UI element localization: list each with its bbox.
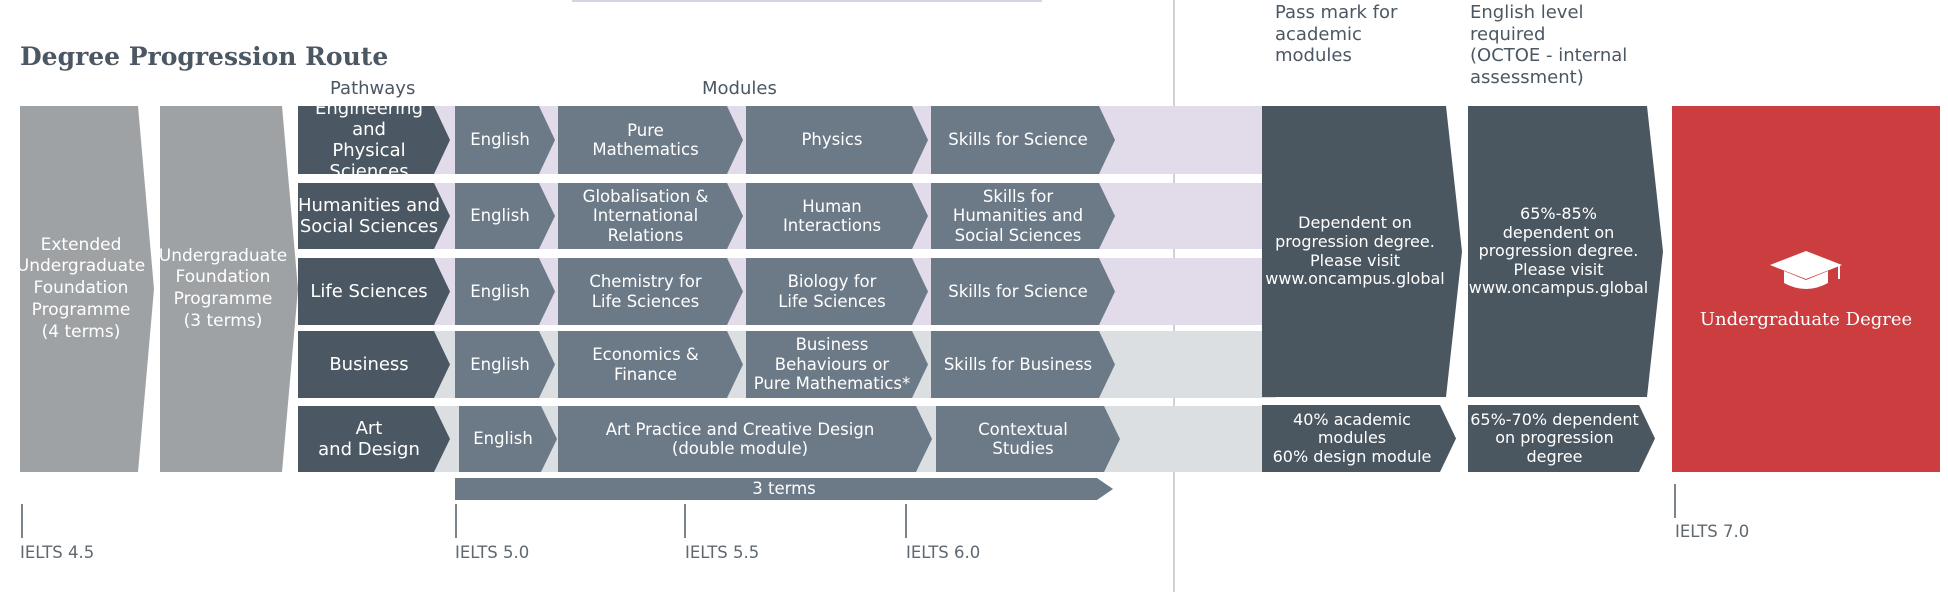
header-pass-mark: Pass mark for academic modules [1275, 2, 1398, 67]
module-skills-for-science: Skills for Science [931, 106, 1115, 174]
header-modules: Modules [702, 78, 777, 99]
module-globalisation: Globalisation & International Relations [558, 183, 743, 249]
ielts-tick [21, 504, 23, 538]
graduation-cap-icon [1770, 250, 1842, 289]
extended-foundation-arrow: Extended Undergraduate Foundation Progra… [20, 106, 154, 472]
module-chemistry: Chemistry for Life Sciences [558, 258, 743, 325]
module-physics: Physics [746, 106, 928, 174]
english-level-main-arrow: 65%-85% dependent on progression degree.… [1468, 106, 1663, 397]
ielts-tick [1674, 484, 1676, 518]
module-skills-for-science: Skills for Science [931, 258, 1115, 325]
module-skills-humanities: Skills for Humanities and Social Science… [931, 183, 1115, 249]
module-english: English [455, 183, 555, 249]
top-decorative-bar [572, 0, 1042, 2]
ielts-label: IELTS 4.5 [20, 543, 95, 562]
module-biology: Biology for Life Sciences [746, 258, 928, 325]
header-english-level: English level required (OCTOE - internal… [1470, 2, 1628, 88]
module-english: English [455, 106, 555, 174]
pathway-engineering: Engineering and Physical Sciences [298, 106, 450, 174]
pass-mark-main-arrow: Dependent on progression degree. Please … [1262, 106, 1462, 397]
ielts-label: IELTS 5.5 [685, 543, 760, 562]
module-business-behaviours: Business Behaviours or Pure Mathematics* [746, 331, 928, 398]
module-human-interactions: Human Interactions [746, 183, 928, 249]
ielts-label: IELTS 7.0 [1675, 522, 1750, 541]
pathway-humanities: Humanities and Social Sciences [298, 183, 450, 249]
english-level-art-arrow: 65%-70% dependent on progression degree [1468, 405, 1655, 472]
module-economics-finance: Economics & Finance [558, 331, 743, 398]
pass-mark-art-arrow: 40% academic modules 60% design module [1262, 405, 1456, 472]
three-terms-bar: 3 terms [455, 478, 1113, 500]
module-english: English [455, 331, 555, 398]
ielts-tick [684, 504, 686, 538]
undergraduate-foundation-arrow: Undergraduate Foundation Programme (3 te… [160, 106, 298, 472]
pathway-life-sciences: Life Sciences [298, 258, 450, 325]
ielts-tick [905, 504, 907, 538]
ielts-label: IELTS 6.0 [906, 543, 981, 562]
module-english: English [459, 406, 557, 472]
pathway-business: Business [298, 331, 450, 398]
undergraduate-degree-box: Undergraduate Degree [1672, 106, 1940, 472]
module-english: English [455, 258, 555, 325]
module-skills-for-business: Skills for Business [931, 331, 1115, 398]
pathway-art-design: Art and Design [298, 406, 450, 472]
ielts-tick [455, 504, 457, 538]
degree-label: Undergraduate Degree [1699, 308, 1913, 330]
module-contextual-studies: Contextual Studies [936, 406, 1120, 472]
module-pure-mathematics: Pure Mathematics [558, 106, 743, 174]
page-title: Degree Progression Route [20, 42, 389, 71]
module-art-practice: Art Practice and Creative Design (double… [558, 406, 932, 472]
header-pathways: Pathways [330, 78, 416, 99]
ielts-label: IELTS 5.0 [455, 543, 530, 562]
